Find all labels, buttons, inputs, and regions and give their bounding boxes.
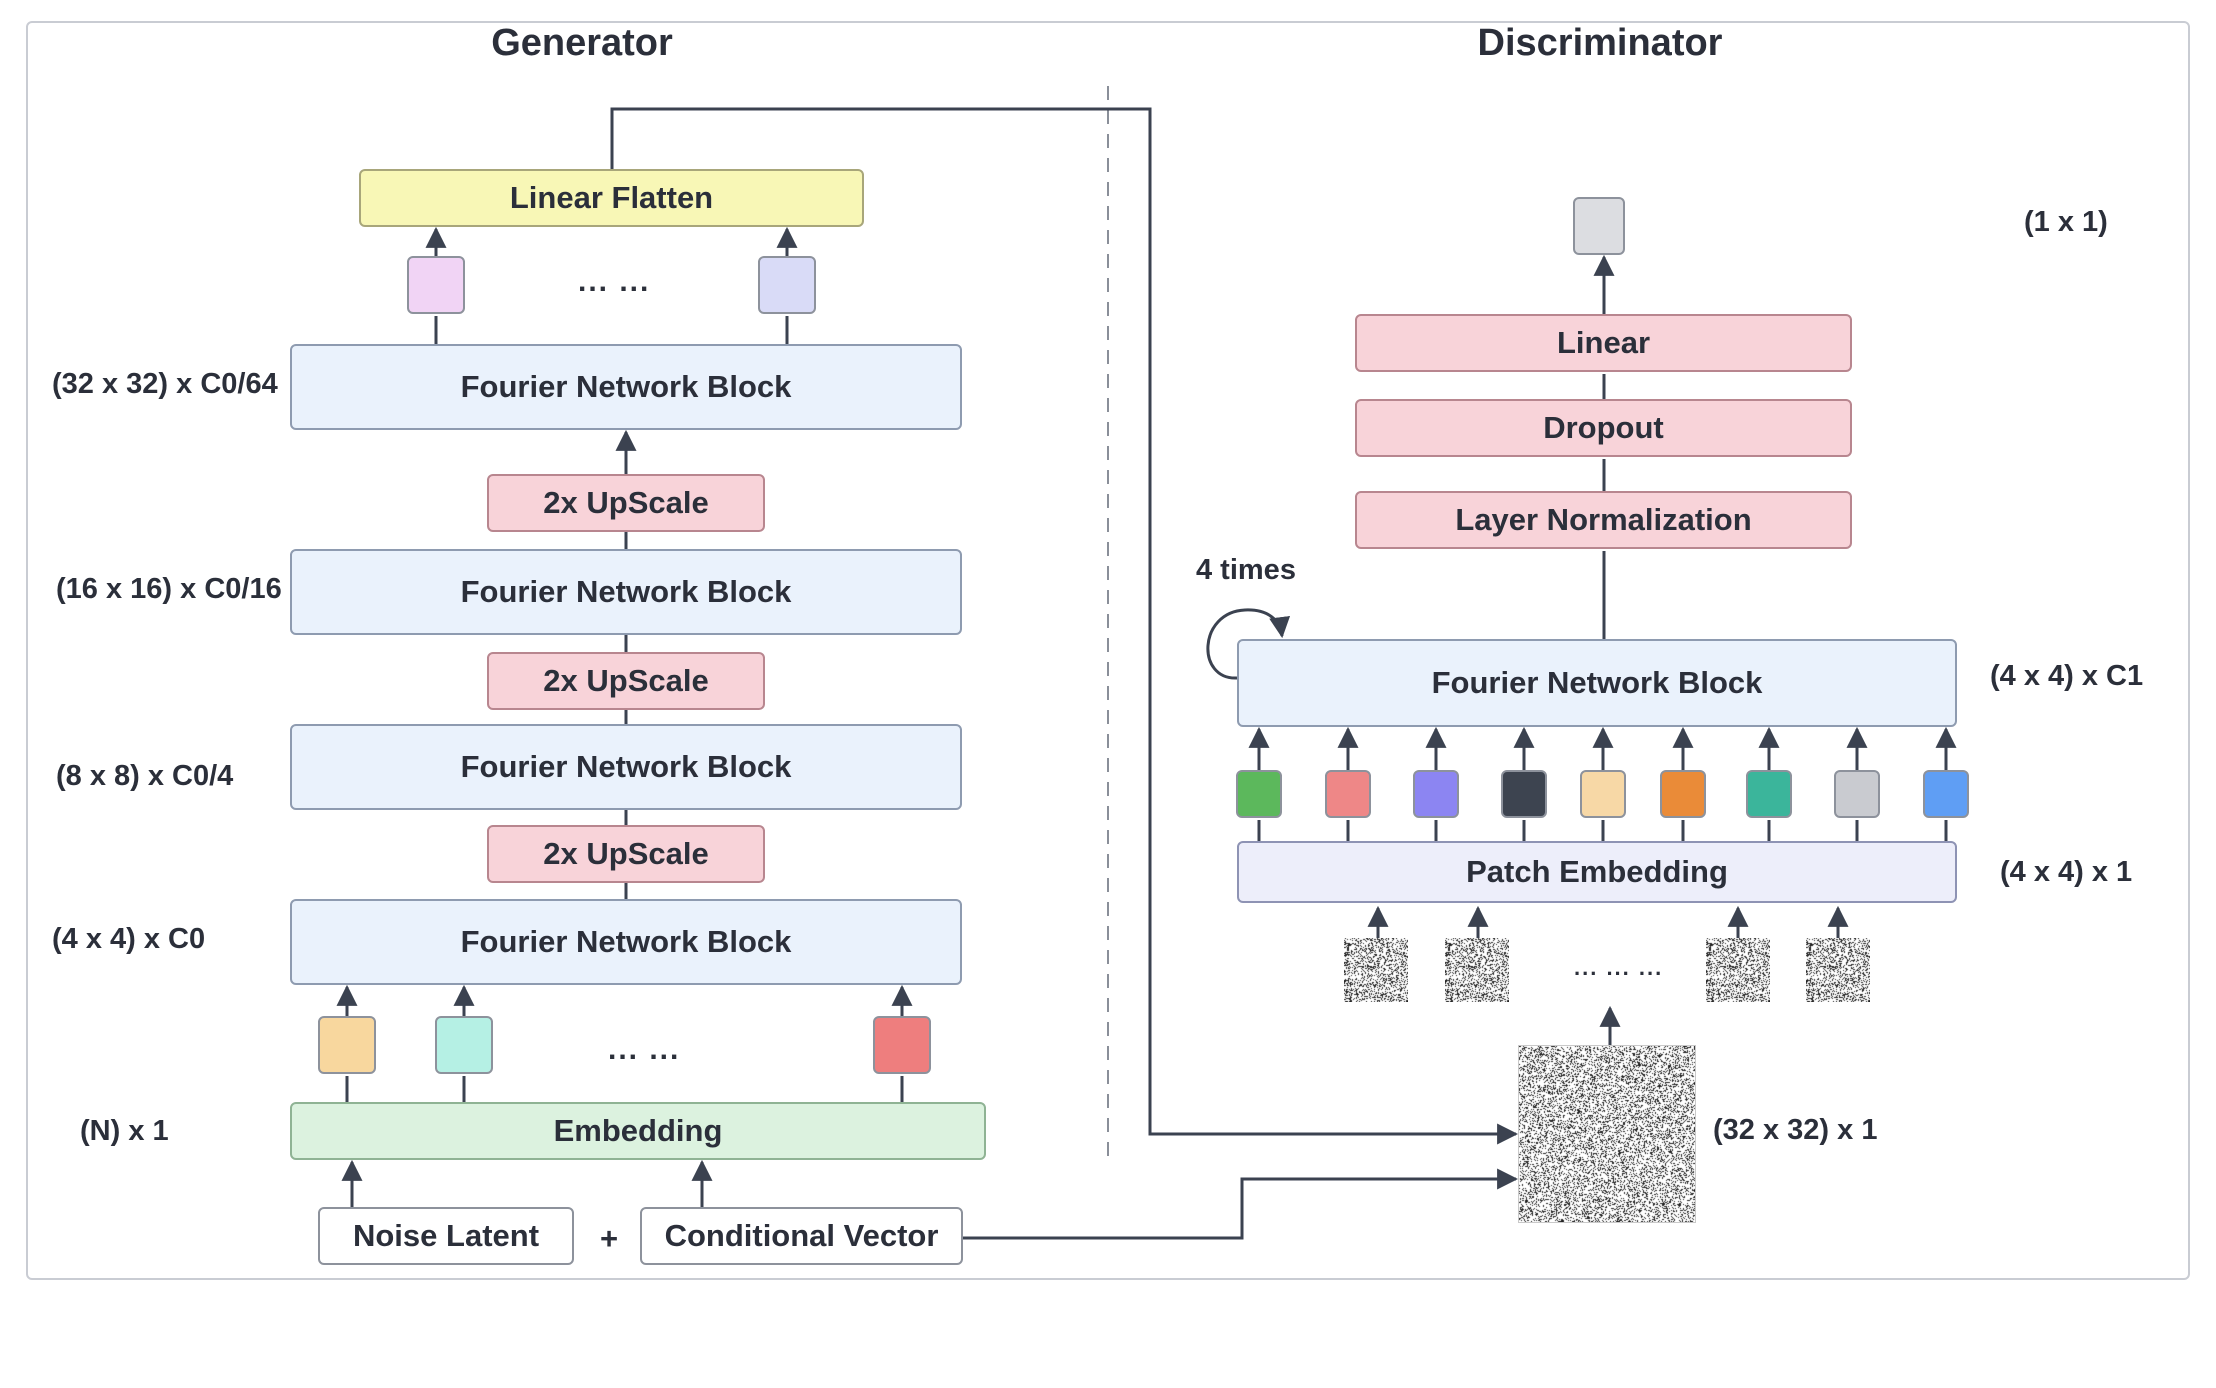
patch-token-7	[1746, 770, 1792, 818]
generator-fourier-block-8: Fourier Network Block	[290, 724, 962, 810]
image-dim-label: (32 x 32) x 1	[1713, 1114, 1878, 1146]
arrow-cond-to-image	[963, 1168, 1519, 1240]
repeat-label: 4 times	[1196, 554, 1296, 586]
embedding-token-3	[873, 1016, 931, 1074]
upscale-box-2: 2x UpScale	[487, 652, 765, 710]
generator-fourier-block-16: Fourier Network Block	[290, 549, 962, 635]
noise-patch-1	[1344, 938, 1408, 1002]
generated-noise-image	[1518, 1045, 1696, 1223]
generator-output-token-1	[407, 256, 465, 314]
embedding-ellipsis: ... ...	[608, 1033, 681, 1066]
dropout-box: Dropout	[1355, 399, 1852, 457]
fnb-dim-label: (4 x 4) x C1	[1990, 660, 2144, 692]
output-dim-label: (1 x 1)	[2024, 206, 2108, 238]
patch-token-6	[1660, 770, 1706, 818]
embedding-token-1	[318, 1016, 376, 1074]
patch-token-4	[1501, 770, 1547, 818]
upscale-box-1: 2x UpScale	[487, 825, 765, 883]
discriminator-fourier-block: Fourier Network Block	[1237, 639, 1957, 727]
dim-label-16: (16 x 16) x C0/16	[56, 573, 282, 605]
patch-token-9	[1923, 770, 1969, 818]
plus-sign: +	[600, 1221, 619, 1256]
noise-patch-2	[1445, 938, 1509, 1002]
patch-token-5	[1580, 770, 1626, 818]
patch-dim-label: (4 x 4) x 1	[2000, 856, 2133, 888]
dim-label-4: (4 x 4) x C0	[52, 923, 206, 955]
generator-fourier-block-32: Fourier Network Block	[290, 344, 962, 430]
arrow-flatten-to-image	[610, 107, 1519, 1145]
dim-label-8: (8 x 8) x C0/4	[56, 760, 234, 792]
noise-patch-3	[1706, 938, 1770, 1002]
generator-fourier-block-4: Fourier Network Block	[290, 899, 962, 985]
embedding-box: Embedding	[290, 1102, 986, 1160]
layer-normalization-box: Layer Normalization	[1355, 491, 1852, 549]
generator-output-token-2	[758, 256, 816, 314]
embedding-token-2	[435, 1016, 493, 1074]
noise-patch-4	[1806, 938, 1870, 1002]
patch-token-1	[1236, 770, 1282, 818]
patch-ellipsis: ... ... ...	[1574, 955, 1664, 980]
discriminator-title: Discriminator	[1477, 22, 1723, 64]
conditional-vector-box: Conditional Vector	[640, 1207, 963, 1265]
generator-title: Generator	[491, 22, 673, 64]
linear-flatten-box: Linear Flatten	[359, 169, 864, 227]
patch-token-3	[1413, 770, 1459, 818]
patch-token-8	[1834, 770, 1880, 818]
generator-output-ellipsis: ... ...	[578, 265, 651, 298]
upscale-box-3: 2x UpScale	[487, 474, 765, 532]
linear-box: Linear	[1355, 314, 1852, 372]
patch-embedding-box: Patch Embedding	[1237, 841, 1957, 903]
dim-label-n: (N) x 1	[80, 1115, 169, 1147]
patch-token-2	[1325, 770, 1371, 818]
noise-latent-box: Noise Latent	[318, 1207, 574, 1265]
repeat-loop-arrow	[1206, 608, 1291, 680]
dim-label-32: (32 x 32) x C0/64	[52, 368, 278, 400]
discriminator-output-token	[1573, 197, 1625, 255]
